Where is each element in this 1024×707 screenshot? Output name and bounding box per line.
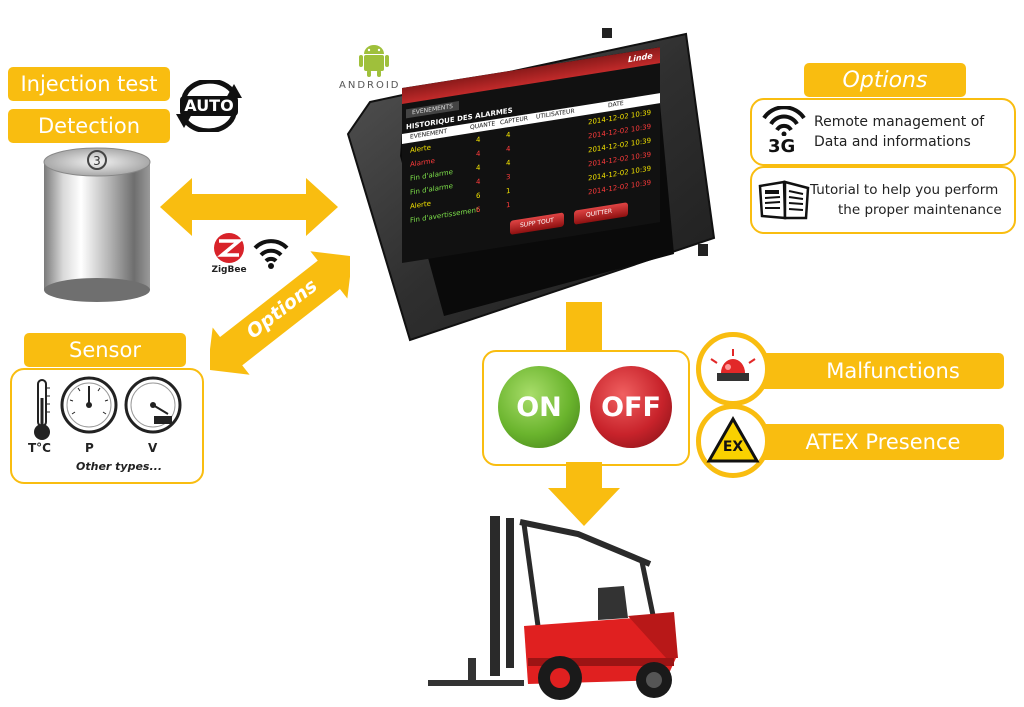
row-sensor: 1	[506, 200, 511, 210]
remote-management-box: 3G Remote management of Data and informa…	[750, 98, 1016, 166]
remote-line1: Remote management of	[814, 114, 985, 130]
row-sensor: 1	[506, 186, 511, 196]
col-qty: QUANTE	[470, 120, 496, 132]
row-event: Fin d'alarme	[410, 181, 453, 197]
malfunctions-label: Malfunctions	[752, 353, 1004, 389]
col-date: DATE	[608, 99, 624, 110]
on-off-panel: ON OFF	[482, 350, 690, 466]
signal-3g-icon: 3G	[762, 105, 806, 160]
row-event: Alerte	[410, 143, 431, 155]
velocity-label: V	[148, 441, 158, 455]
alarm-beacon-icon	[696, 332, 770, 406]
sensor-label: Sensor	[24, 333, 186, 367]
ex-text: EX	[722, 439, 744, 455]
android-text: ANDROID	[339, 80, 401, 91]
auto-cycle-icon: AUTO	[172, 78, 246, 134]
row-qty: 4	[476, 177, 481, 187]
supp-tout-button[interactable]: SUPP TOUT	[510, 212, 564, 235]
zigbee-logo-icon: ZigBee	[210, 232, 248, 278]
on-label: ON	[516, 391, 562, 423]
tutorial-line2: the proper maintenance	[838, 202, 1002, 218]
thermometer-icon	[32, 378, 52, 442]
row-sensor: 4	[506, 144, 511, 154]
atex-label: ATEX Presence	[752, 424, 1004, 460]
atex-warning-icon: EX	[696, 404, 770, 478]
remote-line2: Data and informations	[814, 134, 971, 150]
detector-cylinder-image: 3	[38, 140, 156, 306]
row-qty: 6	[476, 191, 481, 201]
row-event: Alerte	[410, 199, 431, 211]
on-button: ON	[498, 366, 580, 448]
temp-label: T°C	[28, 441, 51, 455]
pressure-label: P	[85, 441, 94, 455]
sensor-panel: T°C P V Other types...	[10, 368, 204, 484]
3g-text: 3G	[768, 136, 796, 157]
off-button: OFF	[590, 366, 672, 448]
open-book-icon	[758, 180, 812, 220]
injection-test-label: Injection test	[8, 67, 170, 101]
other-types-label: Other types...	[76, 460, 163, 473]
row-sensor: 4	[506, 130, 511, 140]
supp-tout-label: SUPP TOUT	[520, 216, 554, 230]
row-date: 2014-12-02 10:39	[588, 178, 652, 197]
row-sensor: 4	[506, 158, 511, 168]
row-event: Alarme	[410, 156, 435, 169]
android-logo-icon	[352, 42, 396, 78]
wifi-icon	[252, 236, 290, 270]
row-event: Fin d'alarme	[410, 167, 453, 183]
tutorial-box: Tutorial to help you perform the proper …	[750, 166, 1016, 234]
down-arrow-top-icon	[566, 302, 602, 352]
svg-text:3: 3	[93, 154, 101, 168]
down-arrow-bottom-icon	[548, 462, 620, 526]
quitter-button[interactable]: QUITTER	[574, 202, 628, 225]
pressure-gauge-icon	[60, 376, 118, 434]
detection-label: Detection	[8, 109, 170, 143]
row-qty: 6	[476, 205, 481, 215]
options-title: Options	[804, 63, 966, 97]
bidirectional-arrow-icon	[160, 178, 338, 236]
speedometer-icon	[124, 376, 182, 434]
zigbee-text: ZigBee	[211, 265, 247, 275]
row-qty: 4	[476, 135, 481, 145]
quitter-label: QUITTER	[586, 207, 613, 219]
row-qty: 4	[476, 149, 481, 159]
forklift-image	[428, 508, 698, 702]
options-arrow: Options	[207, 246, 353, 380]
row-sensor: 3	[506, 172, 511, 182]
col-user: UTILISATEUR	[536, 107, 575, 121]
tutorial-line1: Tutorial to help you perform	[810, 182, 999, 198]
col-sensor: CAPTEUR	[500, 115, 528, 127]
row-qty: 4	[476, 163, 481, 173]
auto-text: AUTO	[184, 96, 234, 115]
off-label: OFF	[601, 391, 661, 423]
